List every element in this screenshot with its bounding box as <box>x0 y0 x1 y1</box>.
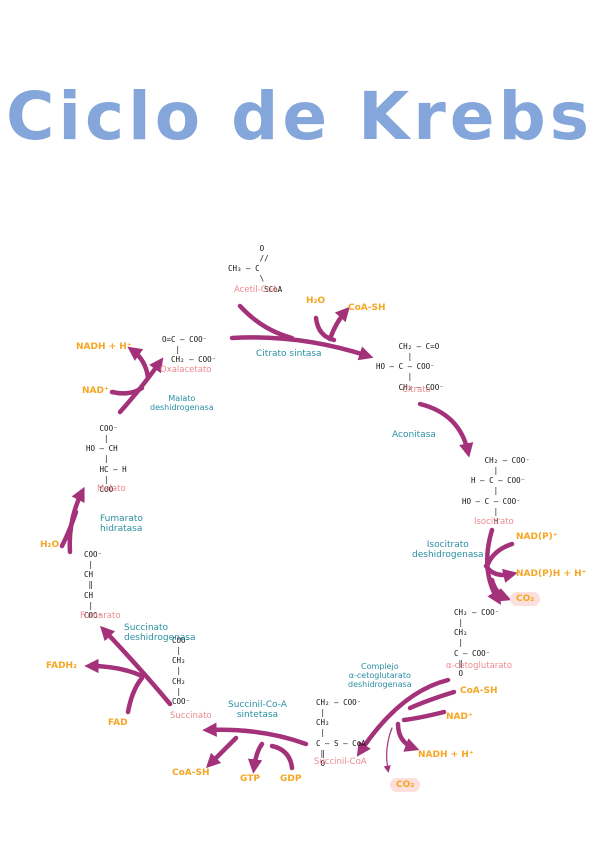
enzyme-malato-dh-line1: Malato <box>168 394 196 403</box>
metabolite-isocitrato: Isocitrato <box>474 517 514 527</box>
page-title: Ciclo de Krebs <box>5 78 594 155</box>
enzyme-succinato-dh-line1: Succinato <box>124 623 169 633</box>
metabolite-citrato: Citrato <box>402 385 431 395</box>
fumarato-structure: COO⁻ | CH ‖ CH | COO⁻ <box>84 550 103 620</box>
enzyme-complejo-akg-line1: Complejo <box>360 662 399 671</box>
malato-structure: COO⁻ | HO – CH | HC – H | COO⁻ <box>86 424 127 494</box>
arrow-nadp-in <box>485 541 515 567</box>
succinato-structure: COO⁻ | CH₂ | CH₂ | COO⁻ <box>172 636 191 706</box>
arrow-h2o-fumarato-in <box>59 509 79 549</box>
cofactor-h2o-fumarato: H₂O <box>40 540 60 550</box>
arrow-succinil-sintetasa <box>202 722 309 747</box>
arrow-co2-isocitrato <box>489 577 512 602</box>
metabolite-fumarato: Fumarato <box>80 611 121 621</box>
acetil-coa-structure: O // CH₃ – C \ SCoA <box>228 244 283 294</box>
arrow-nad-malato-in <box>109 385 145 396</box>
arrow-gtp-out <box>247 741 265 774</box>
enzyme-malato-dh-line2: deshidrogenasa <box>150 403 214 413</box>
alfa-cetoglutarato-structure: CH₂ – COO⁻ | CH₂ | C – COO⁻ ‖ O <box>454 608 500 678</box>
arrow-co2-akg <box>383 727 393 773</box>
arrow-akg-dh <box>356 677 451 757</box>
arrow-citrato-sintasa <box>229 335 374 361</box>
arrow-coash-succinil <box>205 735 239 769</box>
arrow-fadh2-out <box>84 658 145 679</box>
oxalacetato-structure: O=C – COO⁻ | CH₂ – COO⁻ <box>162 335 217 365</box>
arrow-fad-in <box>125 675 145 715</box>
arrow-nadh-malato-out <box>127 346 151 381</box>
cofactor-fad: FAD <box>108 718 128 728</box>
succinil-coa-structure: CH₂ – COO⁻ | CH₂ | C – S – CoA ‖ O <box>316 698 366 768</box>
metabolite-succinil-coa: Succinil-CoA <box>314 757 367 767</box>
arrow-gdp-in <box>269 743 295 771</box>
enzyme-succinil-coa-sintetasa: Succinil-Co-A sintetasa <box>228 700 287 721</box>
enzyme-complejo-akg: Complejo α-cetoglutarato deshidrogenasa <box>348 662 412 690</box>
enzyme-succinil-line1: Succinil-Co-A <box>228 700 287 710</box>
cofactor-nadph: NAD(P)H + H⁺ <box>516 569 587 579</box>
cofactor-coash-succinil: CoA-SH <box>172 768 210 778</box>
cofactor-nadp: NAD(P)⁺ <box>516 532 558 542</box>
metabolite-oxalacetato: Oxalacetato <box>160 365 212 375</box>
enzyme-succinato-dh: Succinato deshidrogenasa <box>124 623 196 644</box>
cofactor-nad-malato: NAD⁺ <box>82 386 109 396</box>
metabolite-acetil-coa: Acetil-CoA <box>234 285 278 295</box>
arrow-coash-out <box>327 306 350 342</box>
enzyme-complejo-akg-line3: deshidrogenasa <box>348 680 412 690</box>
arrow-nadph-out <box>483 563 518 583</box>
enzyme-aconitasa: Aconitasa <box>392 430 436 440</box>
citrato-structure: CH₂ – C=O | HO – C – COO⁻ | CH₂ – COO⁻ <box>376 342 444 392</box>
enzyme-isocitrato-dh: Isocitrato deshidrogenasa <box>412 540 484 561</box>
enzyme-succinil-line2: sintetasa <box>236 710 279 721</box>
enzyme-succinato-dh-line2: deshidrogenasa <box>124 633 196 644</box>
enzyme-citrato-sintasa: Citrato sintasa <box>256 349 322 359</box>
arrow-nad-akg <box>401 709 447 723</box>
cofactor-nadh-akg: NADH + H⁺ <box>418 750 474 760</box>
cofactor-coash-akg: CoA-SH <box>460 686 498 696</box>
isocitrato-structure: CH₂ – COO⁻ | H – C – COO⁻ | HO – C – COO… <box>462 456 530 526</box>
cofactor-co2-isocitrato: CO₂ <box>510 592 541 607</box>
enzyme-isocitrato-dh-line1: Isocitrato <box>426 540 469 550</box>
cofactor-fadh2: FADH₂ <box>46 661 78 671</box>
cofactor-nad-akg: NAD⁺ <box>446 712 473 722</box>
enzyme-complejo-akg-line2: α-cetoglutarato <box>348 671 411 681</box>
cofactor-nadh-malato: NADH + H⁺ <box>76 342 132 352</box>
enzyme-isocitrato-dh-line2: deshidrogenasa <box>412 550 484 561</box>
cofactor-h2o-citrato: H₂O <box>306 296 326 306</box>
enzyme-fumarato-line1: Fumarato <box>100 514 143 524</box>
cofactor-gtp: GTP <box>240 774 260 784</box>
cofactor-coash-citrato: CoA-SH <box>348 303 386 313</box>
cofactor-co2-akg: CO₂ <box>390 778 421 793</box>
arrow-aconitasa <box>417 401 474 458</box>
arrow-coash-akg <box>407 689 457 711</box>
metabolite-succinato: Succinato <box>170 711 212 721</box>
arrow-acetilcoa-in <box>237 303 295 341</box>
arrow-nadh-akg <box>395 721 420 752</box>
enzyme-fumarato-line2: hidratasa <box>100 524 143 535</box>
enzyme-malato-dh: Malato deshidrogenasa <box>150 394 214 412</box>
arrow-succinato-dh <box>100 625 173 707</box>
cofactor-gdp: GDP <box>280 774 302 784</box>
metabolite-malato: Malato <box>97 484 126 494</box>
metabolite-alfa-cetoglutarato: α-cetoglutarato <box>446 661 513 671</box>
enzyme-fumarato-hidratasa: Fumarato hidratasa <box>100 514 143 535</box>
